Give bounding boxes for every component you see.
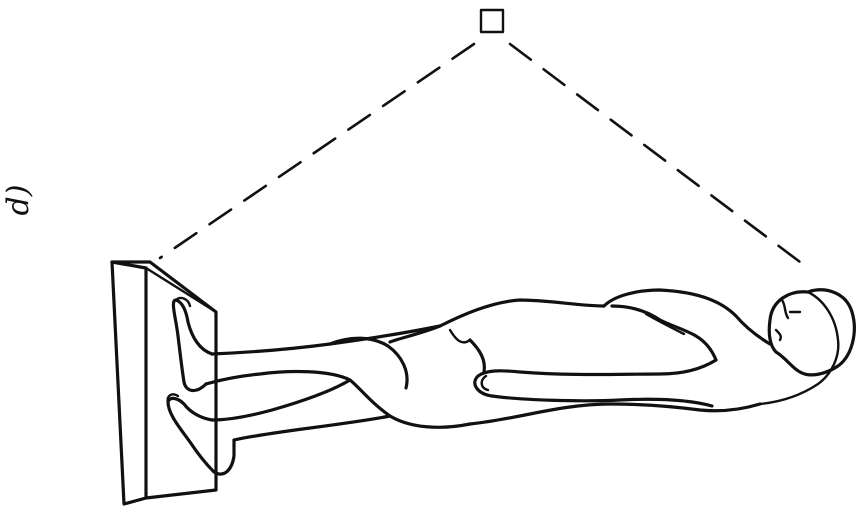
footboard — [112, 262, 216, 504]
face — [776, 300, 800, 340]
panel-label: d) — [1, 185, 36, 216]
sight-line-right — [510, 44, 800, 262]
camera-marker — [481, 10, 503, 32]
foot-top — [173, 300, 212, 391]
foot-bottom — [168, 398, 234, 474]
sight-line-left — [160, 44, 474, 258]
person-figure — [168, 290, 855, 474]
